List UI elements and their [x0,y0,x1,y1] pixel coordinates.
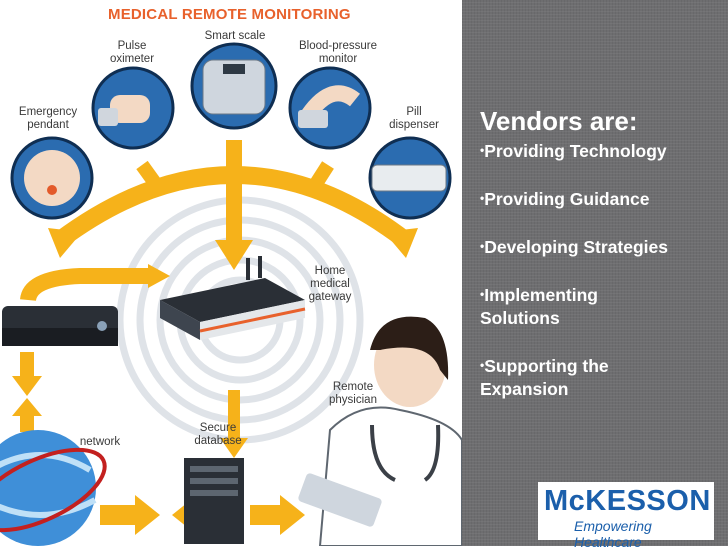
bullet-icon: • [480,287,485,301]
bullet-icon: • [480,358,485,372]
set-top-box [2,306,118,346]
bullet-text: Supporting the Expansion [480,356,609,399]
bullet-text: Providing Guidance [484,189,650,209]
vendor-bullet-list: •Providing Technology •Providing Guidanc… [480,140,720,426]
globe-network-icon [0,430,107,546]
bullet-item: •Providing Technology [480,140,720,163]
blood-pressure-monitor-icon [288,66,372,150]
label-network: network [79,436,121,448]
bullet-item: •Implementing Solutions [480,284,720,330]
bullet-item: •Providing Guidance [480,188,720,211]
arrow-to-gateway [215,240,253,270]
label-pill-dispenser: Pill dispenser [389,106,439,131]
bullet-text: Developing Strategies [484,237,669,257]
label-smart-scale: Smart scale [204,30,266,42]
label-remote-physician: Remote physician [329,381,377,406]
bullet-item: •Developing Strategies [480,236,720,259]
label-home-gateway: Home medical gateway [308,265,352,303]
logo-wordmark: McKESSON [544,485,711,517]
device-circles [10,42,452,220]
bullet-icon: • [480,191,485,205]
label-pulse-oximeter: Pulse oximeter [109,40,155,65]
mckesson-logo: McKESSON Empowering Healthcare [538,482,714,550]
infographic-title: MEDICAL REMOTE MONITORING [108,6,351,23]
infographic-illustration [0,42,462,546]
label-secure-database: Secure database [194,422,242,447]
remote-physician-figure [298,316,462,546]
bullet-text: Implementing Solutions [480,285,598,328]
bullet-icon: • [480,143,485,157]
label-emergency-pendant: Emergency pendant [18,106,78,131]
bullet-icon: • [480,239,485,253]
bullet-item: •Supporting the Expansion [480,355,720,401]
logo-tagline: Empowering Healthcare [574,518,652,550]
home-gateway-device [160,256,306,340]
bullet-text: Providing Technology [484,141,667,161]
label-blood-pressure-monitor: Blood-pressure monitor [299,40,377,65]
panel-heading: Vendors are: [480,106,638,136]
remote-monitoring-infographic: MEDICAL REMOTE MONITORING Emergency pend… [0,6,462,546]
secure-database-server [184,458,244,544]
vendors-panel: Vendors are: •Providing Technology •Prov… [462,0,728,546]
